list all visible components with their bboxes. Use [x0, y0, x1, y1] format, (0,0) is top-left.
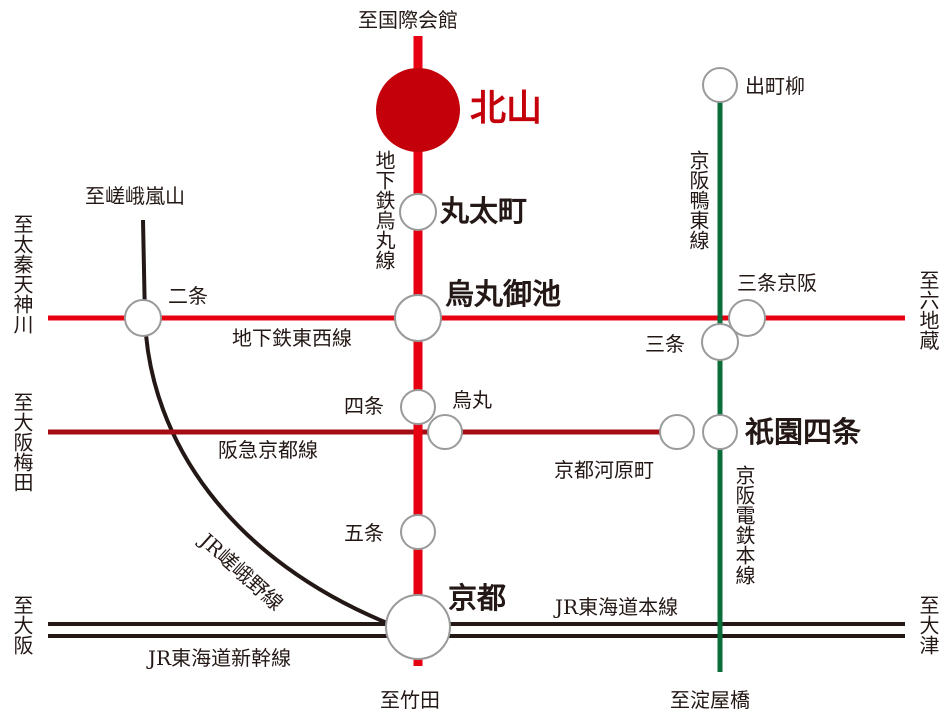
station-label-kitayama: 北山: [470, 87, 543, 129]
station-label-kyoto: 京都: [448, 581, 507, 615]
direction-yodoyabashi: 至淀屋橋: [670, 688, 750, 712]
station-demachiyanagi[interactable]: [702, 67, 738, 103]
direction-osaka-umeda: 至大阪梅田: [10, 392, 34, 492]
direction-osaka: 至大阪: [10, 595, 34, 655]
station-label-karasuma-oike: 烏丸御池: [445, 277, 562, 311]
station-label-sanjo-keihan: 三条京阪: [737, 271, 817, 295]
station-label-nijo: 二条: [168, 284, 208, 308]
jr-sagano-line: [141, 219, 393, 627]
station-kitayama[interactable]: [376, 68, 460, 152]
line-label-karasuma: 地下鉄烏丸線: [372, 150, 396, 270]
station-sanjo-keihan[interactable]: [728, 299, 766, 337]
station-label-gojo: 五条: [344, 521, 384, 545]
direction-kokusai-kaikan: 至国際会館: [358, 8, 458, 32]
station-label-gion-shijo: 祇園四条: [745, 415, 862, 449]
station-label-demachiyanagi: 出町柳: [745, 74, 805, 98]
direction-rokujizo: 至六地蔵: [916, 270, 940, 350]
station-gojo[interactable]: [400, 514, 436, 550]
line-label-tozai: 地下鉄東西線: [232, 326, 352, 350]
station-gion-shijo[interactable]: [702, 414, 738, 450]
line-label-hankyu: 阪急京都線: [218, 438, 318, 462]
station-karasuma[interactable]: [427, 414, 463, 450]
station-label-marutamachi: 丸太町: [440, 194, 528, 228]
line-label-keihan-main: 京阪電鉄本線: [732, 465, 756, 585]
station-sanjo[interactable]: [701, 323, 739, 361]
line-label-keihan-oto: 京阪鴨東線: [686, 150, 710, 250]
station-kyoto[interactable]: [385, 594, 451, 660]
station-marutamachi[interactable]: [399, 193, 437, 231]
direction-saga-arashiyama: 至嵯峨嵐山: [85, 184, 185, 208]
station-kyoto-kawaramachi[interactable]: [659, 414, 695, 450]
station-nijo[interactable]: [124, 299, 162, 337]
line-label-jr-shinkansen: JR東海道新幹線: [148, 646, 292, 670]
station-karasuma-oike[interactable]: [394, 294, 442, 342]
station-label-kyoto-kawaramachi: 京都河原町: [554, 458, 654, 482]
station-label-karasuma: 烏丸: [452, 388, 492, 412]
station-label-sanjo: 三条: [645, 332, 685, 356]
station-label-shijo: 四条: [344, 394, 384, 418]
station-shijo[interactable]: [400, 389, 436, 425]
direction-otsu: 至大津: [916, 595, 940, 655]
direction-uzumasa-tenjingawa: 至太秦天神川: [10, 214, 34, 334]
direction-takeda: 至竹田: [380, 688, 440, 712]
line-label-jr-tokaido: JR東海道本線: [555, 595, 679, 619]
